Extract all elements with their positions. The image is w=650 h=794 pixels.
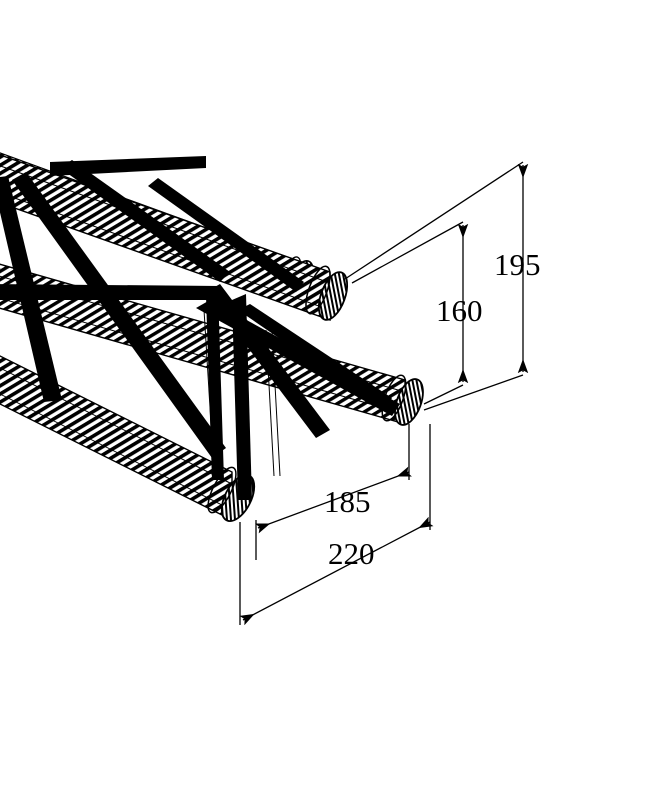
construction-line-a xyxy=(203,309,213,441)
brace-top-rung-2 xyxy=(148,178,304,292)
chord-top-collar xyxy=(305,265,331,315)
construction-line-b xyxy=(209,309,219,441)
brace-horizontal-mid xyxy=(0,284,220,300)
dimension-annotations xyxy=(239,161,529,626)
brace-top-rail xyxy=(50,156,206,176)
ext-line-195-top xyxy=(344,161,524,280)
ext-line-195-bottom xyxy=(423,374,524,411)
construction-line-d xyxy=(271,329,281,477)
brace-diag-4 xyxy=(196,300,400,416)
truss-assembly xyxy=(0,152,424,522)
dim-line-220 xyxy=(239,516,434,626)
dimension-label-185: 185 xyxy=(324,484,371,519)
dimension-label-160: 160 xyxy=(436,293,483,328)
chord-bottom-collar xyxy=(207,466,237,514)
ext-line-160-top xyxy=(351,221,464,284)
brace-set xyxy=(0,156,400,500)
construction-lines xyxy=(203,309,281,477)
chord-middle-endcap xyxy=(394,378,424,426)
dimension-labels: 195 160 185 220 xyxy=(324,247,541,571)
chord-bottom-highlight-b xyxy=(0,393,233,511)
dimension-label-195: 195 xyxy=(494,247,541,282)
dimension-label-220: 220 xyxy=(328,536,375,571)
chord-top-endcap xyxy=(317,271,349,321)
chord-bottom-highlight-a xyxy=(0,367,233,485)
brace-diag-5 xyxy=(238,304,392,410)
chord-middle-highlight-b xyxy=(0,297,406,415)
ext-line-160-bottom xyxy=(423,384,464,405)
construction-line-c xyxy=(265,329,275,477)
brace-top-rung-1 xyxy=(60,160,230,282)
brace-diag-1 xyxy=(12,172,226,458)
